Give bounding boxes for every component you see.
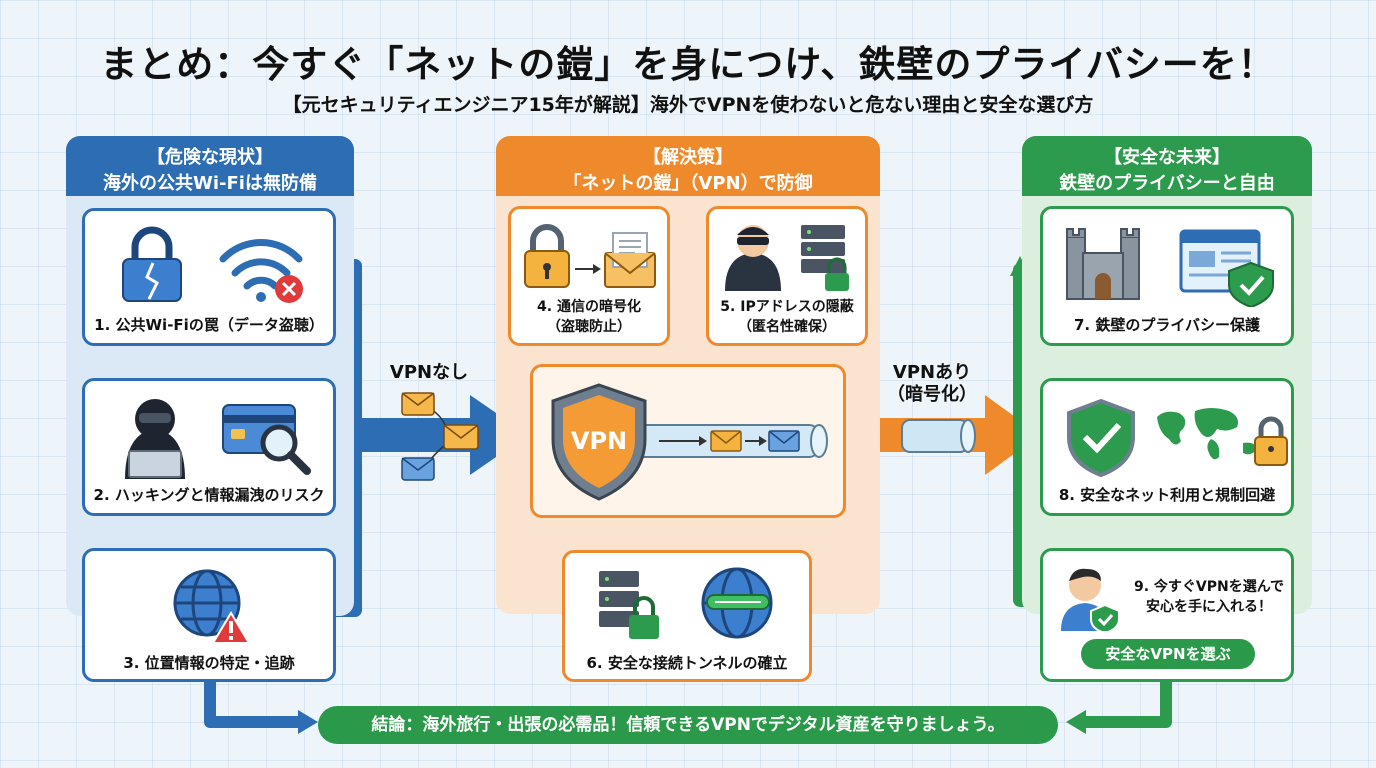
card-4-label-line1: 4. 通信の暗号化 xyxy=(537,299,641,315)
card-9-label-line1: 9. 今すぐVPNを選んで xyxy=(1133,579,1285,595)
card-secure-tunnel: 6. 安全な接続トンネルの確立 xyxy=(562,550,812,682)
browser-shield-icon xyxy=(1179,229,1274,307)
loose-envelopes-icon xyxy=(401,392,479,481)
right-heading-line1: 【安全な未来】 xyxy=(1104,147,1230,168)
with-vpn-line1: VPNあり xyxy=(892,362,972,383)
vpn-tunnel-panel: VPN xyxy=(530,364,846,518)
hacker-laptop-icon xyxy=(125,399,185,479)
card-location: 3. 位置情報の特定・追跡 xyxy=(82,548,336,682)
masked-hacker-icon xyxy=(725,225,849,291)
encrypted-pipe-icon xyxy=(901,419,976,453)
lock-envelope-icon xyxy=(524,224,656,288)
card-5-label: 5. IPアドレスの隠蔽 （匿名性確保） xyxy=(709,297,865,337)
card-hacking: 2. ハッキングと情報漏洩のリスク xyxy=(82,378,336,516)
blue-main-arrow xyxy=(355,395,528,475)
choose-vpn-button[interactable]: 安全なVPNを選ぶ xyxy=(1081,639,1255,669)
middle-heading-line2: 「ネットの鎧」（VPN）で防御 xyxy=(563,173,813,194)
left-column-header: 【危険な現状】 海外の公共Wi-Fiは無防備 xyxy=(66,136,354,196)
card-ip-hiding: 5. IPアドレスの隠蔽 （匿名性確保） xyxy=(706,206,868,346)
right-heading-line2: 鉄壁のプライバシーと自由 xyxy=(1059,173,1275,194)
card-public-wifi: 1. 公共Wi-Fiの罠（データ盗聴） xyxy=(82,208,336,346)
castle-icon xyxy=(1066,228,1140,300)
right-conclusion-arrow xyxy=(1082,682,1172,728)
user-shield-icon xyxy=(1061,568,1120,631)
card-9-label: 9. 今すぐVPNを選んで 安心を手に入れる！ xyxy=(1129,577,1289,617)
server-globe-icon xyxy=(599,567,773,639)
right-column-header: 【安全な未来】 鉄壁のプライバシーと自由 xyxy=(1022,136,1312,196)
left-heading-line2: 海外の公共Wi-Fiは無防備 xyxy=(103,173,317,194)
vpn-shield-tunnel-icon xyxy=(551,383,828,501)
card-8-label: 8. 安全なネット利用と規制回避 xyxy=(1058,486,1276,504)
without-vpn-label: VPNなし xyxy=(389,362,469,383)
card-encryption: 4. 通信の暗号化 （盗聴防止） xyxy=(508,206,670,346)
middle-column-header: 【解決策】 「ネットの鎧」（VPN）で防御 xyxy=(496,136,880,196)
conclusion-banner: 結論：海外旅行・出張の必需品！信頼できるVPNでデジタル資産を守りましょう。 xyxy=(318,706,1058,744)
globe-warning-icon xyxy=(173,569,251,644)
card-7-label: 7. 鉄壁のプライバシー保護 xyxy=(1073,316,1261,334)
card-privacy: 7. 鉄壁のプライバシー保護 xyxy=(1040,206,1294,346)
page-subtitle: 【元セキュリティエンジニア15年が解説】海外でVPNを使わないと危ない理由と安全… xyxy=(282,94,1094,116)
card-5-label-line1: 5. IPアドレスの隠蔽 xyxy=(720,299,854,315)
credit-card-magnifier-icon xyxy=(222,404,311,475)
card-safe-net: 8. 安全なネット利用と規制回避 xyxy=(1040,378,1294,516)
card-4-label: 4. 通信の暗号化 （盗聴防止） xyxy=(511,297,667,337)
wifi-error-icon xyxy=(219,239,303,303)
card-2-label: 2. ハッキングと情報漏洩のリスク xyxy=(93,486,325,504)
card-5-label-line2: （匿名性確保） xyxy=(738,319,836,335)
card-choose-vpn: 9. 今すぐVPNを選んで 安心を手に入れる！ 安全なVPNを選ぶ xyxy=(1040,548,1294,682)
left-conclusion-arrow xyxy=(204,680,300,728)
with-vpn-line2: （暗号化） xyxy=(887,384,977,405)
vpn-shield-text: VPN xyxy=(570,427,628,455)
card-6-label: 6. 安全な接続トンネルの確立 xyxy=(586,654,788,672)
with-vpn-label: VPNあり （暗号化） xyxy=(880,362,984,406)
check-shield-icon xyxy=(1067,398,1135,477)
broken-lock-icon xyxy=(122,226,182,302)
card-3-label: 3. 位置情報の特定・追跡 xyxy=(123,654,295,672)
page-title: まとめ：今すぐ「ネットの鎧」を身につけ、鉄壁のプライバシーを！ xyxy=(100,43,1276,86)
world-map-lock-icon xyxy=(1157,408,1288,466)
middle-heading-line1: 【解決策】 xyxy=(643,147,733,168)
card-4-label-line2: （盗聴防止） xyxy=(547,319,631,335)
card-1-label: 1. 公共Wi-Fiの罠（データ盗聴） xyxy=(94,316,324,334)
card-9-label-line2: 安心を手に入れる！ xyxy=(1146,599,1272,615)
left-heading-line1: 【危険な現状】 xyxy=(147,147,273,168)
